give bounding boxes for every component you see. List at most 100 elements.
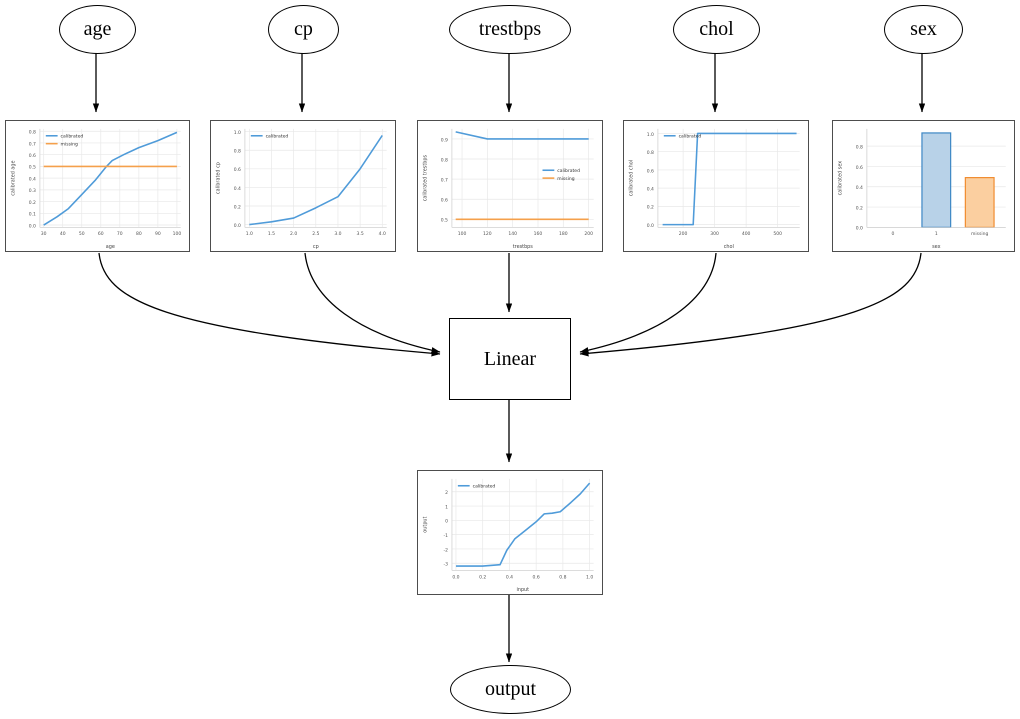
- svg-text:input: input: [516, 587, 529, 593]
- svg-text:0.4: 0.4: [647, 187, 654, 193]
- svg-text:3.0: 3.0: [334, 231, 341, 237]
- node-output[interactable]: output: [450, 665, 571, 714]
- edge-agechart-to-linear: [98, 252, 441, 357]
- svg-text:calibrated: calibrated: [61, 134, 84, 140]
- svg-text:missing: missing: [557, 176, 574, 182]
- svg-text:0: 0: [891, 231, 894, 237]
- node-linear-label: Linear: [483, 347, 537, 370]
- svg-text:0: 0: [445, 519, 448, 525]
- svg-text:trestbps: trestbps: [513, 244, 534, 250]
- svg-text:1.5: 1.5: [268, 231, 275, 237]
- svg-text:30: 30: [41, 231, 47, 237]
- svg-text:0.2: 0.2: [29, 200, 36, 206]
- svg-text:0.0: 0.0: [29, 223, 36, 229]
- svg-text:70: 70: [117, 231, 123, 237]
- node-age[interactable]: age: [59, 5, 136, 54]
- svg-text:100: 100: [458, 231, 467, 237]
- node-cp[interactable]: cp: [268, 5, 339, 54]
- svg-text:calibrated cp: calibrated cp: [215, 162, 221, 194]
- svg-text:calibrated: calibrated: [679, 134, 702, 140]
- svg-text:1.0: 1.0: [586, 574, 593, 580]
- svg-text:40: 40: [60, 231, 66, 237]
- svg-text:1.0: 1.0: [234, 130, 241, 136]
- svg-text:0.8: 0.8: [234, 149, 241, 155]
- svg-text:1.0: 1.0: [647, 132, 654, 138]
- svg-text:calibrated: calibrated: [557, 168, 580, 174]
- node-trestbps-label: trestbps: [478, 18, 542, 40]
- svg-text:400: 400: [742, 231, 751, 237]
- svg-text:120: 120: [483, 231, 492, 237]
- svg-text:2.5: 2.5: [312, 231, 319, 237]
- node-sex[interactable]: sex: [884, 5, 963, 54]
- svg-text:0.6: 0.6: [29, 153, 36, 159]
- svg-text:0.5: 0.5: [441, 218, 448, 224]
- node-cp-label: cp: [294, 18, 313, 40]
- svg-text:0.1: 0.1: [29, 212, 36, 218]
- svg-text:cp: cp: [313, 244, 319, 250]
- svg-text:2: 2: [445, 490, 448, 496]
- node-trestbps[interactable]: trestbps: [449, 5, 571, 54]
- svg-text:2.0: 2.0: [290, 231, 297, 237]
- svg-text:0.9: 0.9: [441, 137, 448, 143]
- svg-text:0.6: 0.6: [533, 574, 540, 580]
- node-output-label: output: [484, 678, 537, 700]
- node-age-label: age: [83, 18, 112, 40]
- svg-text:0.0: 0.0: [234, 223, 241, 229]
- svg-text:0.8: 0.8: [441, 157, 448, 163]
- svg-text:0.5: 0.5: [29, 165, 36, 171]
- svg-text:0.6: 0.6: [647, 168, 654, 174]
- svg-text:100: 100: [173, 231, 182, 237]
- svg-text:80: 80: [136, 231, 142, 237]
- edge-sexchart-to-linear: [579, 252, 922, 357]
- svg-text:calibrated: calibrated: [266, 134, 289, 140]
- svg-text:60: 60: [98, 231, 104, 237]
- edge-cpchart-to-linear: [304, 252, 441, 354]
- svg-text:0.2: 0.2: [647, 205, 654, 211]
- svg-text:0.4: 0.4: [506, 574, 513, 580]
- svg-text:50: 50: [79, 231, 85, 237]
- svg-text:1: 1: [445, 504, 448, 510]
- svg-text:200: 200: [679, 231, 688, 237]
- edge-cholchart-to-linear: [579, 252, 717, 354]
- svg-text:0.7: 0.7: [441, 177, 448, 183]
- node-chol[interactable]: chol: [673, 5, 760, 54]
- svg-text:0.0: 0.0: [647, 223, 654, 229]
- svg-text:chol: chol: [724, 244, 734, 250]
- svg-text:3.5: 3.5: [357, 231, 364, 237]
- svg-text:calibrated chol: calibrated chol: [628, 160, 634, 196]
- svg-text:0.4: 0.4: [856, 185, 863, 191]
- svg-text:0.8: 0.8: [647, 150, 654, 156]
- svg-text:0.2: 0.2: [856, 205, 863, 211]
- svg-text:0.2: 0.2: [479, 574, 486, 580]
- svg-text:calibrated trestbps: calibrated trestbps: [422, 155, 428, 202]
- svg-text:0.6: 0.6: [856, 165, 863, 171]
- svg-text:180: 180: [559, 231, 568, 237]
- svg-text:0.3: 0.3: [29, 188, 36, 194]
- svg-text:1: 1: [935, 231, 938, 237]
- svg-text:0.0: 0.0: [452, 574, 459, 580]
- svg-text:0.0: 0.0: [856, 226, 863, 232]
- svg-text:calibrated sex: calibrated sex: [837, 161, 843, 196]
- node-linear[interactable]: Linear: [449, 318, 571, 400]
- svg-text:4.0: 4.0: [379, 231, 386, 237]
- svg-text:0.6: 0.6: [441, 198, 448, 204]
- svg-text:0.2: 0.2: [234, 204, 241, 210]
- svg-text:0.7: 0.7: [29, 141, 36, 147]
- svg-text:missing: missing: [61, 142, 78, 148]
- svg-text:90: 90: [155, 231, 161, 237]
- svg-text:500: 500: [773, 231, 782, 237]
- svg-text:0.4: 0.4: [234, 186, 241, 192]
- svg-text:-3: -3: [443, 562, 448, 568]
- svg-text:-2: -2: [443, 547, 448, 553]
